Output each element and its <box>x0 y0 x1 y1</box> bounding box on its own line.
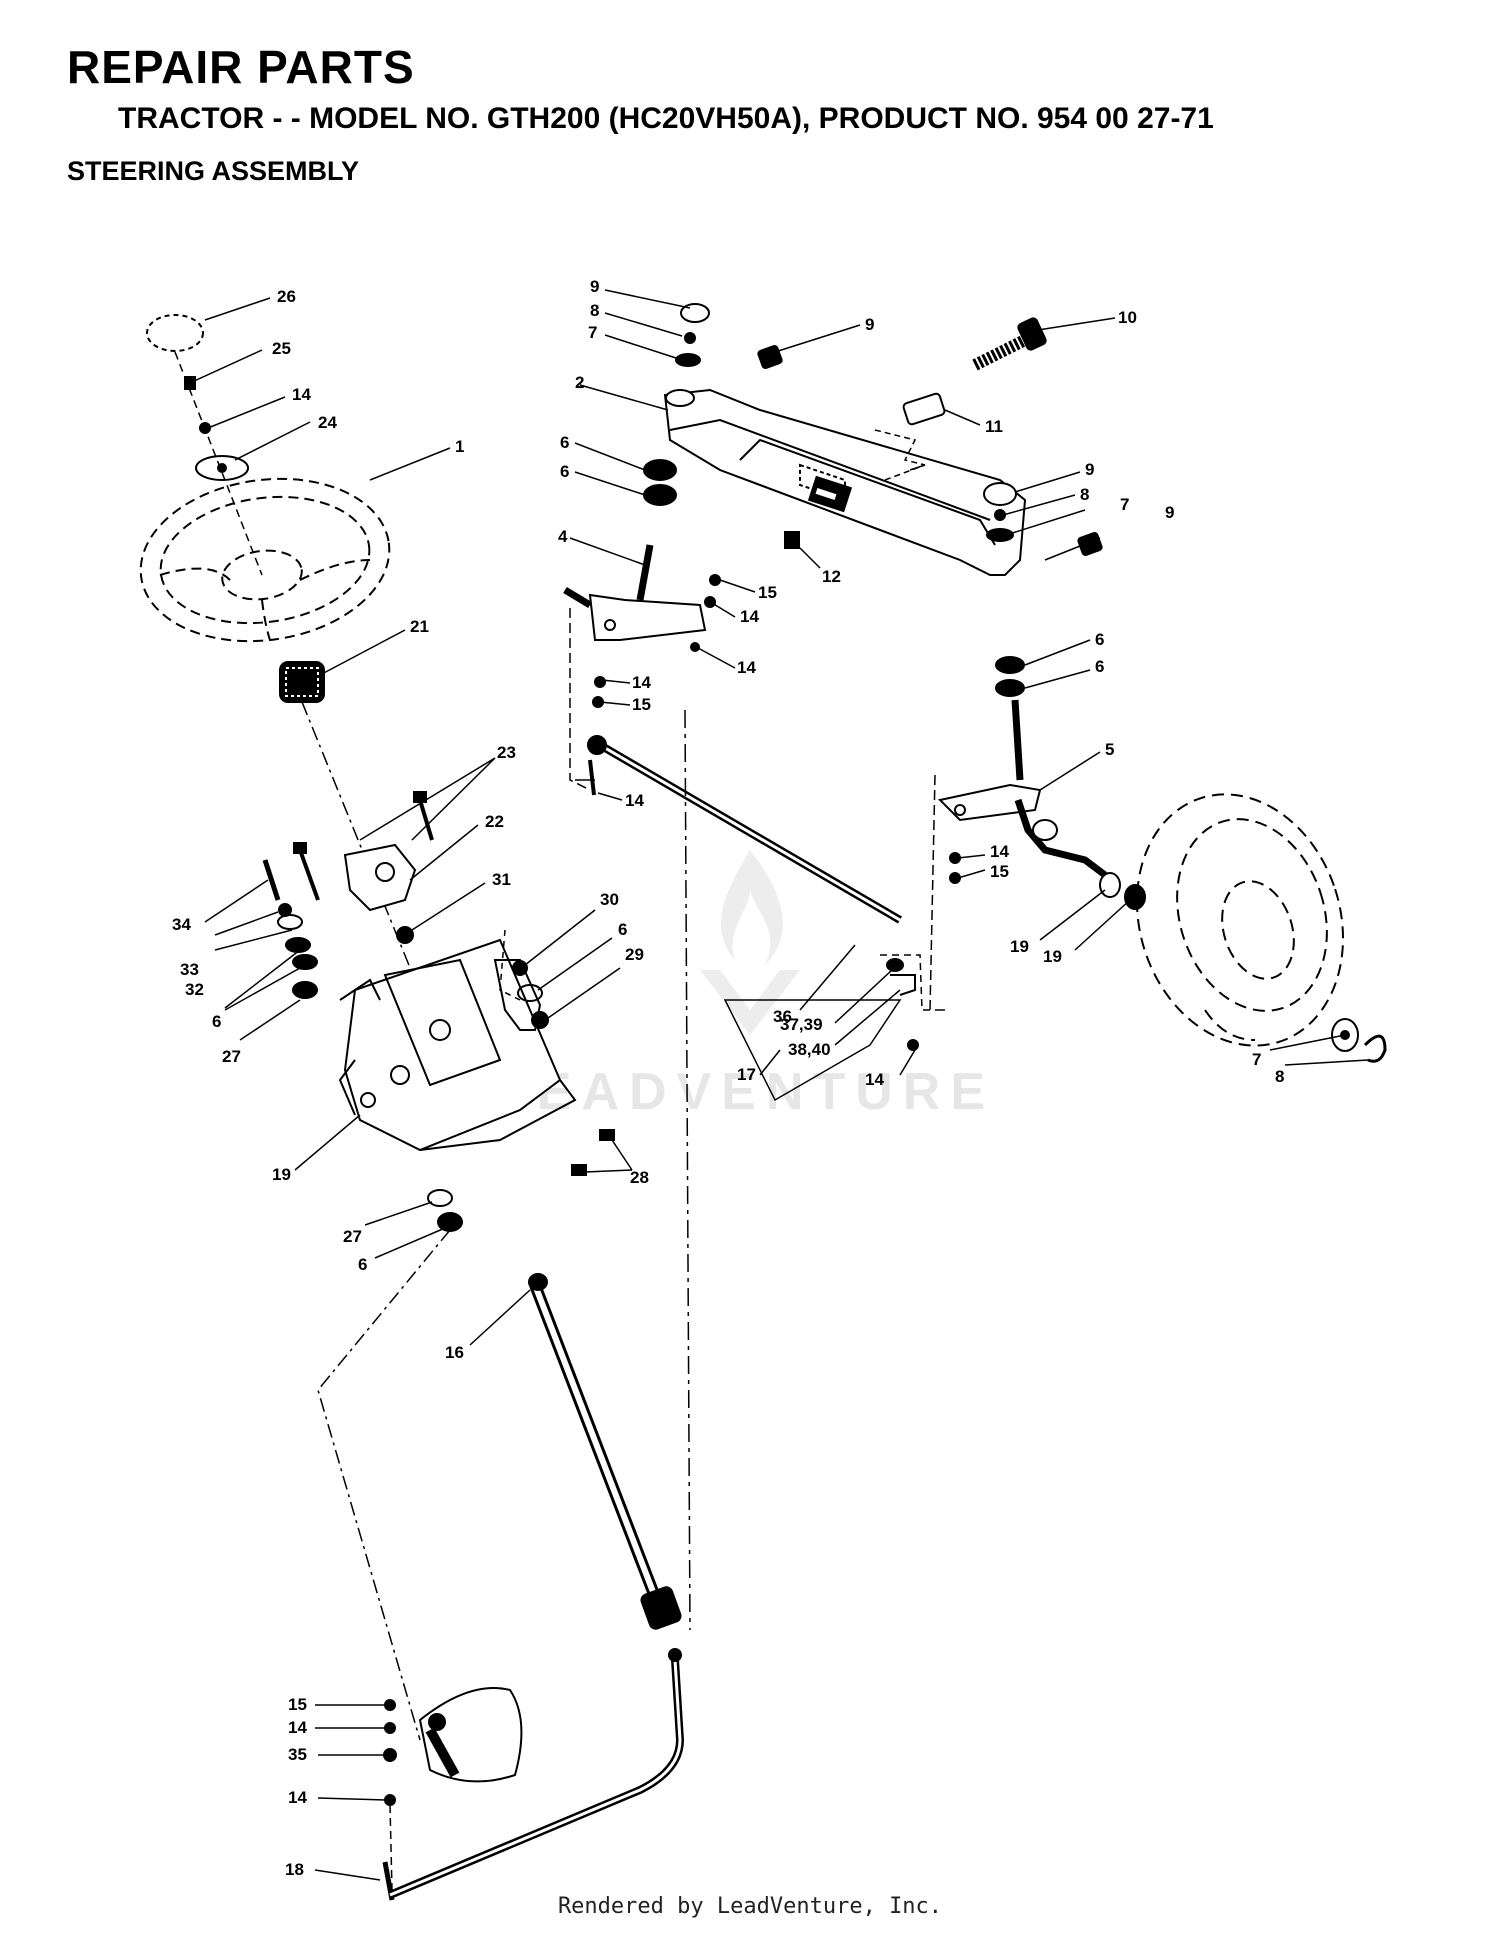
callout-31: 31 <box>492 870 511 889</box>
callout-1: 1 <box>455 437 464 456</box>
callout-27: 27 <box>222 1047 241 1066</box>
page-title: REPAIR PARTS <box>67 41 415 93</box>
steering-cap <box>146 314 204 352</box>
pivot-tube <box>902 392 946 426</box>
wheel-insert <box>195 455 249 481</box>
callout-28: 28 <box>630 1168 649 1187</box>
callout-6: 6 <box>358 1255 367 1274</box>
bushing-plate <box>343 843 417 912</box>
callout-14: 14 <box>740 607 759 626</box>
callout-2: 2 <box>575 373 584 392</box>
page-subtitle: TRACTOR - - MODEL NO. GTH200 (HC20VH50A)… <box>118 102 1214 135</box>
callout-26: 26 <box>277 287 296 306</box>
callout-14: 14 <box>632 673 651 692</box>
callout-9: 9 <box>1165 503 1174 522</box>
callout-37-39: 37,39 <box>780 1015 823 1034</box>
callout-5: 5 <box>1105 740 1114 759</box>
callout-15: 15 <box>990 862 1009 881</box>
front-wheel <box>1135 793 1345 1047</box>
callout-6: 6 <box>560 462 569 481</box>
callout-15: 15 <box>758 583 777 602</box>
callout-18: 18 <box>285 1860 304 1879</box>
callout-6: 6 <box>1095 657 1104 676</box>
sector-gear <box>418 1687 523 1783</box>
footer-credit: Rendered by LeadVenture, Inc. <box>557 1894 943 1919</box>
steering-wheel <box>139 477 391 643</box>
callout-6: 6 <box>212 1012 221 1031</box>
callout-27: 27 <box>343 1227 362 1246</box>
watermark: LEADVENTURE <box>495 1063 996 1121</box>
callout-10: 10 <box>1118 308 1137 327</box>
callout-29: 29 <box>625 945 644 964</box>
callout-8: 8 <box>1275 1067 1284 1086</box>
callout-7: 7 <box>1120 495 1129 514</box>
callout-14: 14 <box>292 385 311 404</box>
callout-15: 15 <box>288 1695 307 1714</box>
callout-16: 16 <box>445 1343 464 1362</box>
callout-17: 17 <box>737 1065 756 1084</box>
callout-14: 14 <box>288 1718 307 1737</box>
tie-rod-end <box>886 958 919 1051</box>
callout-6: 6 <box>1095 630 1104 649</box>
callout-19: 19 <box>272 1165 291 1184</box>
callout-6: 6 <box>560 433 569 452</box>
steering-bracket <box>338 938 577 1152</box>
front-axle <box>663 388 1027 576</box>
callout-11: 11 <box>985 417 1003 436</box>
callout-14: 14 <box>625 791 644 810</box>
callout-32: 32 <box>185 980 204 999</box>
callout-14: 14 <box>288 1788 307 1807</box>
callout-4: 4 <box>558 527 568 546</box>
callout-21: 21 <box>410 617 429 636</box>
spline-adapter <box>279 661 325 703</box>
callout-23: 23 <box>497 743 516 762</box>
callout-8: 8 <box>590 301 599 320</box>
callout-9: 9 <box>590 277 599 296</box>
callout-38-40: 38,40 <box>788 1040 831 1059</box>
watermark-logo-icon <box>700 850 800 1035</box>
callout-8: 8 <box>1080 485 1089 504</box>
callout-14: 14 <box>990 842 1009 861</box>
callout-14: 14 <box>737 658 756 677</box>
callout-12: 12 <box>822 567 841 586</box>
callout-24: 24 <box>318 413 337 432</box>
callout-25: 25 <box>272 339 291 358</box>
section-title: STEERING ASSEMBLY <box>67 156 360 186</box>
callout-33: 33 <box>180 960 199 979</box>
callout-22: 22 <box>485 812 504 831</box>
callout-30: 30 <box>600 890 619 909</box>
callout-19: 19 <box>1010 937 1029 956</box>
steering-shaft <box>528 1273 682 1630</box>
right-spindle <box>937 699 1108 878</box>
callout-7: 7 <box>1252 1050 1261 1069</box>
callout-9: 9 <box>865 315 874 334</box>
left-spindle <box>563 544 707 641</box>
pivot-bolt <box>972 317 1047 371</box>
callout-19: 19 <box>1043 947 1062 966</box>
callout-34: 34 <box>172 915 191 934</box>
callout-9: 9 <box>1085 460 1094 479</box>
callout-36: 36 <box>773 1007 792 1026</box>
tie-rod <box>587 735 903 924</box>
callout-14: 14 <box>865 1070 884 1089</box>
drag-link <box>388 1648 685 1899</box>
callout-6: 6 <box>618 920 627 939</box>
callout-7: 7 <box>588 323 597 342</box>
callout-35: 35 <box>288 1745 307 1764</box>
bearing <box>396 926 414 944</box>
callout-15: 15 <box>632 695 651 714</box>
